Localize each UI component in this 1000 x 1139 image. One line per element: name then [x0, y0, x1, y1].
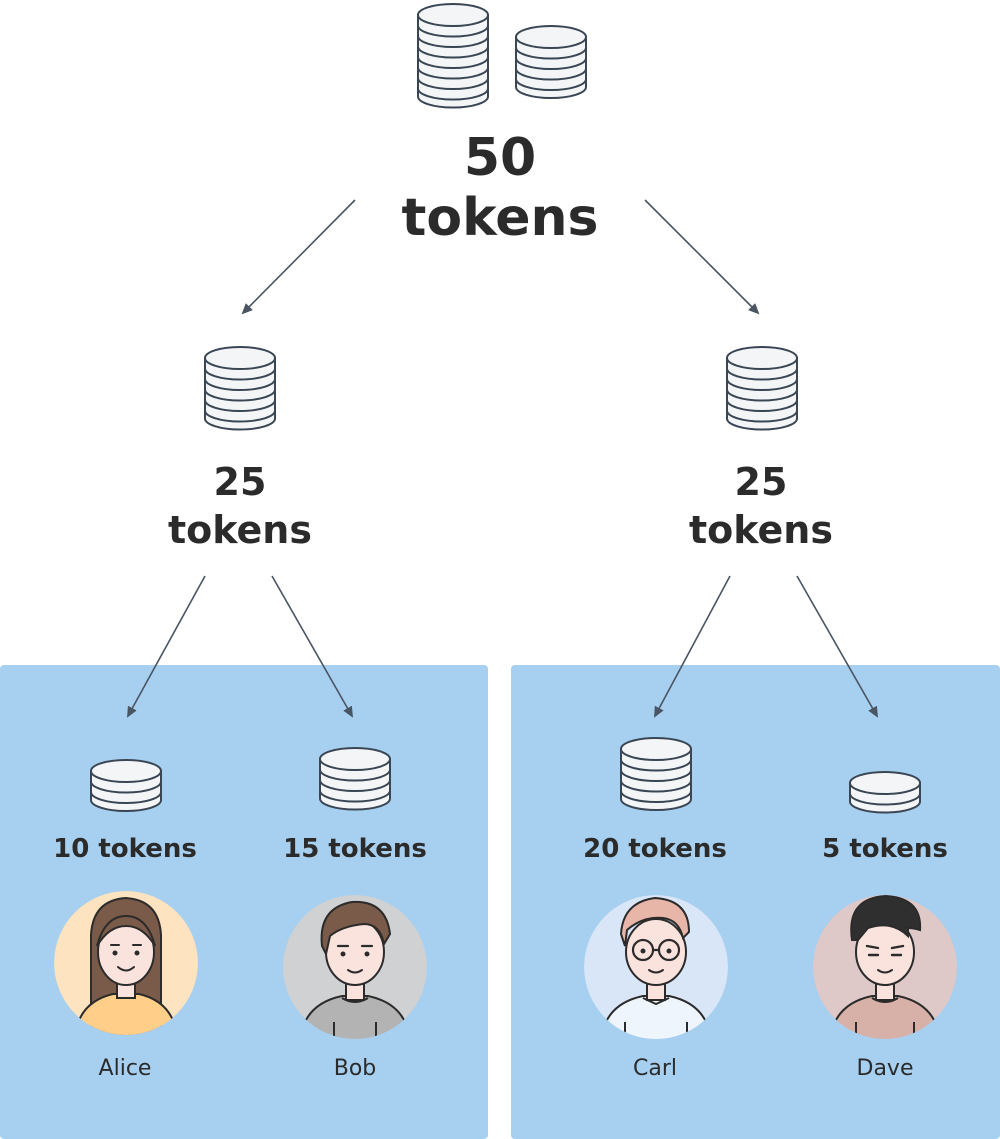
- carl-name: Carl: [633, 1056, 677, 1081]
- coin-stack-icon-dave: [849, 771, 921, 814]
- avatar-bob-icon: [283, 895, 427, 1039]
- root-amount: 50: [463, 128, 537, 188]
- group-panel-right: [511, 665, 1000, 1139]
- arrow-left-alice: [127, 575, 206, 718]
- alice-name: Alice: [98, 1056, 152, 1081]
- branch-right-unit: tokens: [689, 508, 833, 552]
- avatar-carl-icon: [584, 895, 728, 1039]
- branch-right-amount: 25: [734, 460, 788, 504]
- coin-stack-icon-bob: [319, 747, 391, 811]
- arrow-root-right: [644, 199, 760, 315]
- bob-name: Bob: [333, 1056, 377, 1081]
- arrow-right-dave: [796, 575, 878, 718]
- avatar-dave-icon: [813, 895, 957, 1039]
- arrow-root-left: [241, 199, 356, 315]
- branch-right-label: 25 tokens: [661, 458, 861, 554]
- coin-stack-icon-branch-left: [204, 346, 276, 431]
- avatar-alice-icon: [54, 891, 198, 1035]
- coin-stack-icon-alice: [90, 759, 162, 812]
- arrow-left-bob: [271, 575, 353, 718]
- branch-left-unit: tokens: [168, 508, 312, 552]
- branch-left-label: 25 tokens: [140, 458, 340, 554]
- coin-stack-icon-root-short: [515, 25, 587, 99]
- coin-stack-icon-root-tall: [417, 3, 489, 109]
- root-token-label: 50 tokens: [350, 128, 650, 248]
- branch-left-amount: 25: [213, 460, 267, 504]
- dave-name: Dave: [856, 1056, 914, 1081]
- carl-tokens: 20 tokens: [583, 834, 727, 864]
- arrow-right-carl: [654, 575, 731, 718]
- group-panel-left: [0, 665, 488, 1139]
- alice-tokens: 10 tokens: [53, 834, 197, 864]
- root-unit: tokens: [401, 188, 599, 248]
- bob-tokens: 15 tokens: [283, 834, 427, 864]
- coin-stack-icon-carl: [620, 737, 692, 811]
- dave-tokens: 5 tokens: [822, 834, 948, 864]
- coin-stack-icon-branch-right: [726, 346, 798, 431]
